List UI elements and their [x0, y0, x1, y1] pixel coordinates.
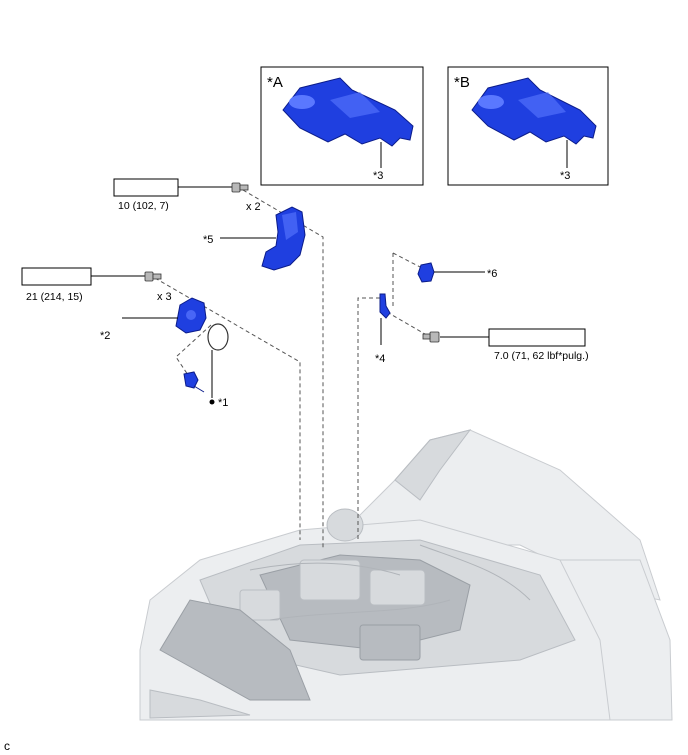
- part-1: *1: [207, 323, 229, 409]
- inset-b-label: *B: [454, 74, 470, 91]
- torque-1-qty: x 2: [246, 201, 261, 213]
- bolt-icon: [231, 182, 249, 193]
- part-2: *2: [100, 297, 207, 342]
- assembly-lines: [154, 189, 431, 550]
- callout-1: *1: [218, 397, 228, 409]
- connector-part: [183, 371, 205, 393]
- corner-letter: c: [4, 739, 10, 753]
- non-reusable-dot-icon: [209, 399, 215, 405]
- part-5: *5: [203, 206, 306, 271]
- inset-a-callout: *3: [373, 170, 383, 182]
- inset-a-label: *A: [267, 74, 283, 91]
- callout-4: *4: [375, 353, 385, 365]
- o-ring: [207, 323, 229, 351]
- torque-spec-1: 10 (102, 7) x 2: [113, 178, 261, 213]
- torque-1-value: 10 (102, 7): [118, 200, 169, 212]
- vehicle-illustration: [139, 429, 673, 721]
- part-6: *6: [417, 262, 497, 283]
- bolt-icon: [144, 271, 162, 282]
- inset-b: *B *3: [447, 66, 609, 186]
- inset-b-callout: *3: [560, 170, 570, 182]
- torque-spec-3: 7.0 (71, 62 lbf*pulg.): [422, 328, 589, 362]
- part-4: *4: [375, 293, 391, 365]
- torque-2-value: 21 (214, 15): [26, 291, 83, 303]
- torque-2-qty: x 3: [157, 291, 172, 303]
- bolt-icon: [422, 331, 440, 343]
- callout-2: *2: [100, 330, 110, 342]
- callout-5: *5: [203, 234, 213, 246]
- torque-spec-2: 21 (214, 15) x 3: [21, 267, 172, 303]
- torque-3-value: 7.0 (71, 62 lbf*pulg.): [494, 350, 589, 362]
- callout-6: *6: [487, 268, 497, 280]
- inset-a: *A *3: [260, 66, 424, 186]
